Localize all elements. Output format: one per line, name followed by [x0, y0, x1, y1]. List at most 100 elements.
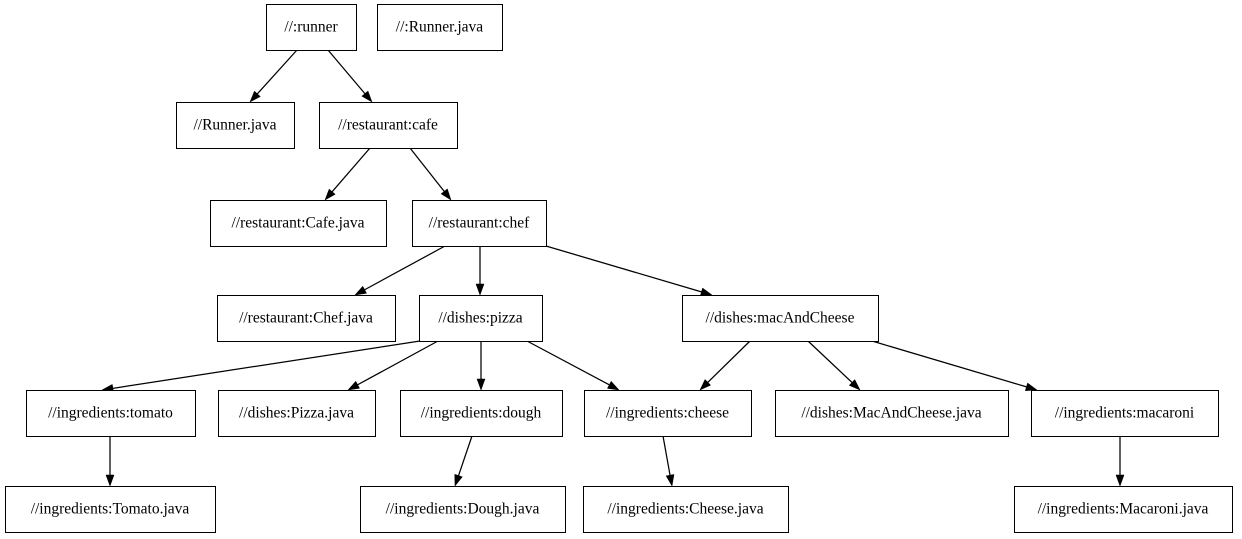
edge-line [545, 245, 702, 293]
graph-node-dough_java[interactable]: //ingredients:Dough.java [359, 485, 567, 534]
graph-node-runner_target[interactable]: //:runner [265, 3, 358, 52]
node-box[interactable] [318, 101, 459, 150]
node-label: //dishes:MacAndCheese.java [801, 405, 981, 422]
node-label: //:Runner.java [396, 19, 484, 36]
edge-arrowhead-icon [848, 379, 861, 391]
graph-edge [807, 340, 861, 391]
graph-node-ingredients_dough[interactable]: //ingredients:dough [399, 389, 564, 438]
graph-edge [526, 340, 620, 391]
edge-arrowhead-icon [1115, 474, 1125, 487]
edge-line [807, 340, 853, 383]
edge-arrowhead-icon [440, 188, 452, 201]
graph-edge [699, 340, 751, 391]
node-label: //:runner [284, 19, 338, 36]
node-box[interactable] [359, 485, 567, 534]
edge-layer [101, 49, 1125, 487]
graph-edge [249, 49, 298, 103]
graph-edge [454, 435, 473, 487]
edge-line [871, 340, 1027, 388]
graph-node-ingredients_cheese[interactable]: //ingredients:cheese [583, 389, 753, 438]
node-label: //dishes:pizza [438, 310, 522, 327]
graph-node-macaroni_java[interactable]: //ingredients:Macaroni.java [1013, 485, 1234, 534]
graph-edge [475, 246, 485, 296]
node-box[interactable] [4, 485, 217, 534]
node-box[interactable] [774, 389, 1010, 438]
graph-edge [327, 49, 373, 103]
graph-edge [871, 340, 1038, 391]
edge-arrowhead-icon [475, 283, 485, 296]
graph-node-ingredients_tomato[interactable]: //ingredients:tomato [25, 389, 197, 438]
edge-arrowhead-icon [607, 380, 620, 391]
node-box[interactable] [399, 389, 564, 438]
node-box[interactable] [1013, 485, 1234, 534]
graph-node-dishes_mac_java[interactable]: //dishes:MacAndCheese.java [774, 389, 1010, 438]
node-label: //ingredients:macaroni [1055, 405, 1195, 422]
graph-edge [662, 435, 675, 487]
node-layer: //:runner //:Runner.java //Runner.java //re… [4, 3, 1234, 534]
edge-arrowhead-icon [361, 90, 373, 103]
node-box[interactable] [583, 389, 753, 438]
node-label: //ingredients:cheese [606, 405, 729, 422]
node-label: //dishes:macAndCheese [706, 310, 855, 327]
edge-arrowhead-icon [699, 287, 713, 296]
graph-node-ingredients_macaroni[interactable]: //ingredients:macaroni [1030, 389, 1220, 438]
edge-line [364, 245, 446, 291]
node-box[interactable] [209, 199, 388, 248]
node-label: //restaurant:Cafe.java [232, 215, 365, 232]
edge-line [327, 49, 366, 95]
graph-node-runner_java_root[interactable]: //:Runner.java [376, 3, 504, 52]
edge-arrowhead-icon [476, 378, 486, 391]
graph-node-cheese_java[interactable]: //ingredients:Cheese.java [582, 485, 790, 534]
graph-edge [409, 147, 452, 201]
node-box[interactable] [681, 294, 880, 343]
node-box[interactable] [582, 485, 790, 534]
edge-arrowhead-icon [665, 474, 675, 487]
edge-line [457, 435, 473, 476]
node-label: //dishes:Pizza.java [239, 405, 354, 422]
graph-node-dishes_macandcheese[interactable]: //dishes:macAndCheese [681, 294, 880, 343]
edge-arrowhead-icon [699, 379, 712, 391]
edge-line [112, 340, 421, 389]
edge-line [707, 340, 751, 383]
edge-line [662, 435, 671, 476]
edge-arrowhead-icon [249, 90, 261, 103]
graph-node-dishes_pizza_java[interactable]: //dishes:Pizza.java [217, 389, 377, 438]
node-box[interactable] [175, 101, 296, 150]
edge-arrowhead-icon [324, 188, 336, 201]
edge-line [526, 340, 610, 386]
node-box[interactable] [411, 199, 548, 248]
graph-node-dishes_pizza[interactable]: //dishes:pizza [418, 294, 544, 343]
node-box[interactable] [217, 389, 377, 438]
edge-arrowhead-icon [347, 380, 360, 391]
node-label: //restaurant:chef [429, 215, 531, 232]
node-box[interactable] [1030, 389, 1220, 438]
graph-node-runner_java[interactable]: //Runner.java [175, 101, 296, 150]
node-label: //ingredients:tomato [48, 405, 173, 422]
node-label: //restaurant:Chef.java [239, 310, 373, 327]
graph-edge [347, 340, 439, 391]
node-label: //restaurant:cafe [338, 117, 438, 134]
edge-line [331, 147, 371, 193]
edge-arrowhead-icon [454, 473, 463, 487]
edge-line [256, 49, 298, 95]
graph-node-restaurant_chef_java[interactable]: //restaurant:Chef.java [216, 294, 397, 343]
graph-edge [354, 245, 446, 296]
node-label: //ingredients:Cheese.java [607, 501, 763, 518]
node-box[interactable] [25, 389, 197, 438]
edge-arrowhead-icon [105, 474, 115, 487]
node-box[interactable] [418, 294, 544, 343]
edge-line [357, 340, 439, 386]
graph-node-restaurant_cafe_java[interactable]: //restaurant:Cafe.java [209, 199, 388, 248]
graph-edge [324, 147, 371, 201]
node-box[interactable] [216, 294, 397, 343]
graph-edge [476, 341, 486, 391]
graph-node-restaurant_cafe[interactable]: //restaurant:cafe [318, 101, 459, 150]
node-box[interactable] [265, 3, 358, 52]
graph-edge [545, 245, 713, 296]
graph-node-tomato_java[interactable]: //ingredients:Tomato.java [4, 485, 217, 534]
edge-arrowhead-icon [1024, 382, 1038, 391]
node-box[interactable] [376, 3, 504, 52]
graph-node-restaurant_chef[interactable]: //restaurant:chef [411, 199, 548, 248]
graph-edge [105, 436, 115, 487]
